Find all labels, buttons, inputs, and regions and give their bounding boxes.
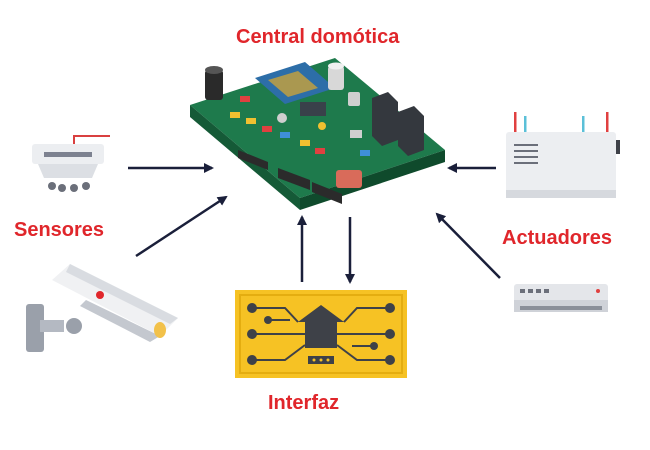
- sensores-label: Sensores: [14, 219, 105, 241]
- interfaz-label: Interfaz: [268, 392, 340, 414]
- central-label: Central domótica: [236, 26, 400, 48]
- smart-home-circuit-icon: [235, 290, 407, 378]
- security-camera-icon: [26, 264, 178, 352]
- air-conditioner-icon: [514, 284, 608, 312]
- smoke-detector-icon: [32, 135, 110, 192]
- actuadores-label: Actuadores: [502, 227, 613, 249]
- arrow-ac-to-central: [435, 212, 501, 279]
- router-actuator-icon: [506, 112, 620, 198]
- circuit-board-icon: [190, 58, 445, 210]
- arrow-camera-to-central: [135, 195, 228, 258]
